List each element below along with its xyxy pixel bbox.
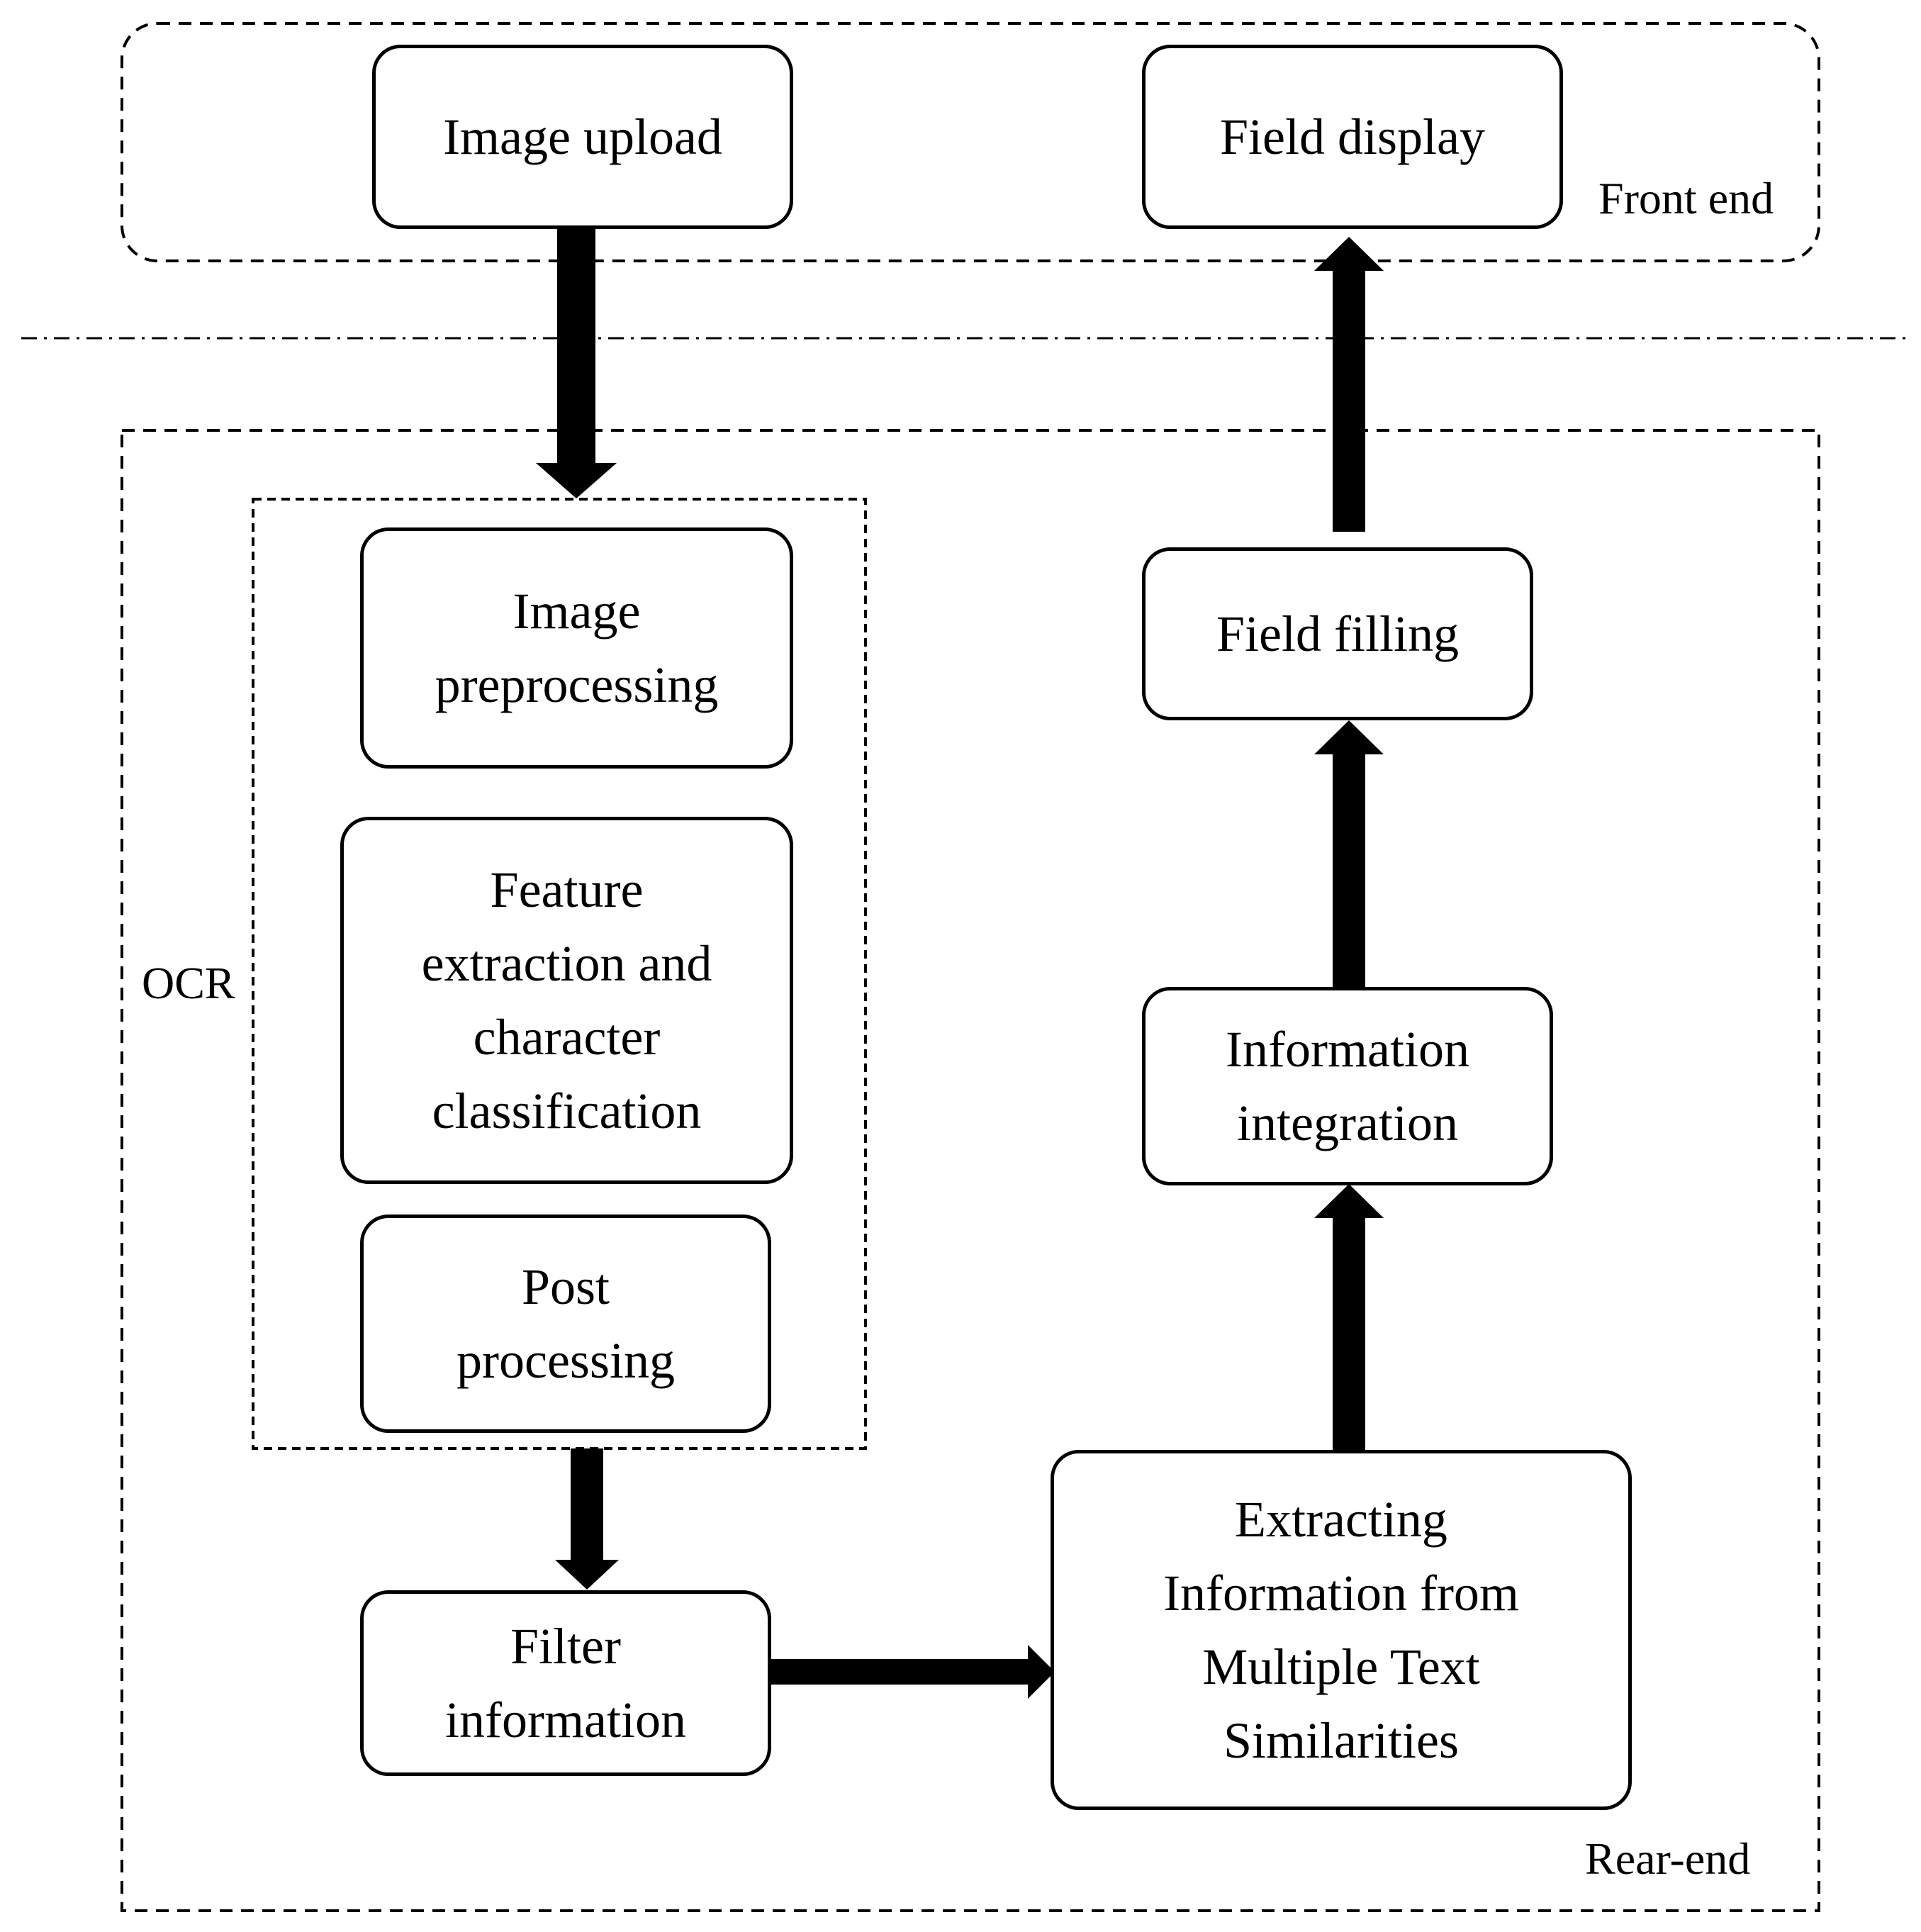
information-integration-text: Information integration xyxy=(1226,1021,1469,1151)
image-preprocessing-text: Image preprocessing xyxy=(435,583,719,713)
extracting-information-text: Extracting Information from Multiple Tex… xyxy=(1163,1491,1519,1769)
arrow-filter-to-extracting xyxy=(771,1645,1055,1699)
filter-information-node: Filter information xyxy=(360,1590,771,1776)
extracting-information-node: Extracting Information from Multiple Tex… xyxy=(1051,1450,1632,1810)
field-filling-node: Field filling xyxy=(1142,547,1533,720)
feature-extraction-node: Feature extraction and character classif… xyxy=(340,817,793,1184)
ocr-group-border xyxy=(252,498,867,1450)
front-end-group-border xyxy=(121,22,1820,262)
field-display-text: Field display xyxy=(1220,108,1485,165)
field-filling-text: Field filling xyxy=(1216,605,1459,662)
information-integration-node: Information integration xyxy=(1142,987,1553,1185)
post-processing-text: Post processing xyxy=(457,1258,675,1389)
rear-end-group-border xyxy=(121,429,1820,1912)
arrow-filling-to-display xyxy=(1314,237,1384,532)
arrow-ocr-to-filter xyxy=(555,1448,619,1590)
feature-extraction-text: Feature extraction and character classif… xyxy=(421,861,712,1139)
arrow-upload-to-ocr xyxy=(536,229,617,498)
arrow-integration-to-filling xyxy=(1314,720,1384,987)
front-end-label: Front end xyxy=(1598,173,1774,223)
image-upload-text: Image upload xyxy=(443,108,722,165)
post-processing-node: Post processing xyxy=(360,1215,771,1433)
image-upload-node: Image upload xyxy=(372,45,793,229)
filter-information-text: Filter information xyxy=(445,1618,686,1748)
ocr-label: OCR xyxy=(142,958,235,1008)
field-display-node: Field display xyxy=(1142,45,1563,229)
rear-end-label: Rear-end xyxy=(1585,1833,1751,1884)
arrow-extracting-to-integration xyxy=(1314,1184,1384,1450)
image-preprocessing-node: Image preprocessing xyxy=(360,527,793,769)
